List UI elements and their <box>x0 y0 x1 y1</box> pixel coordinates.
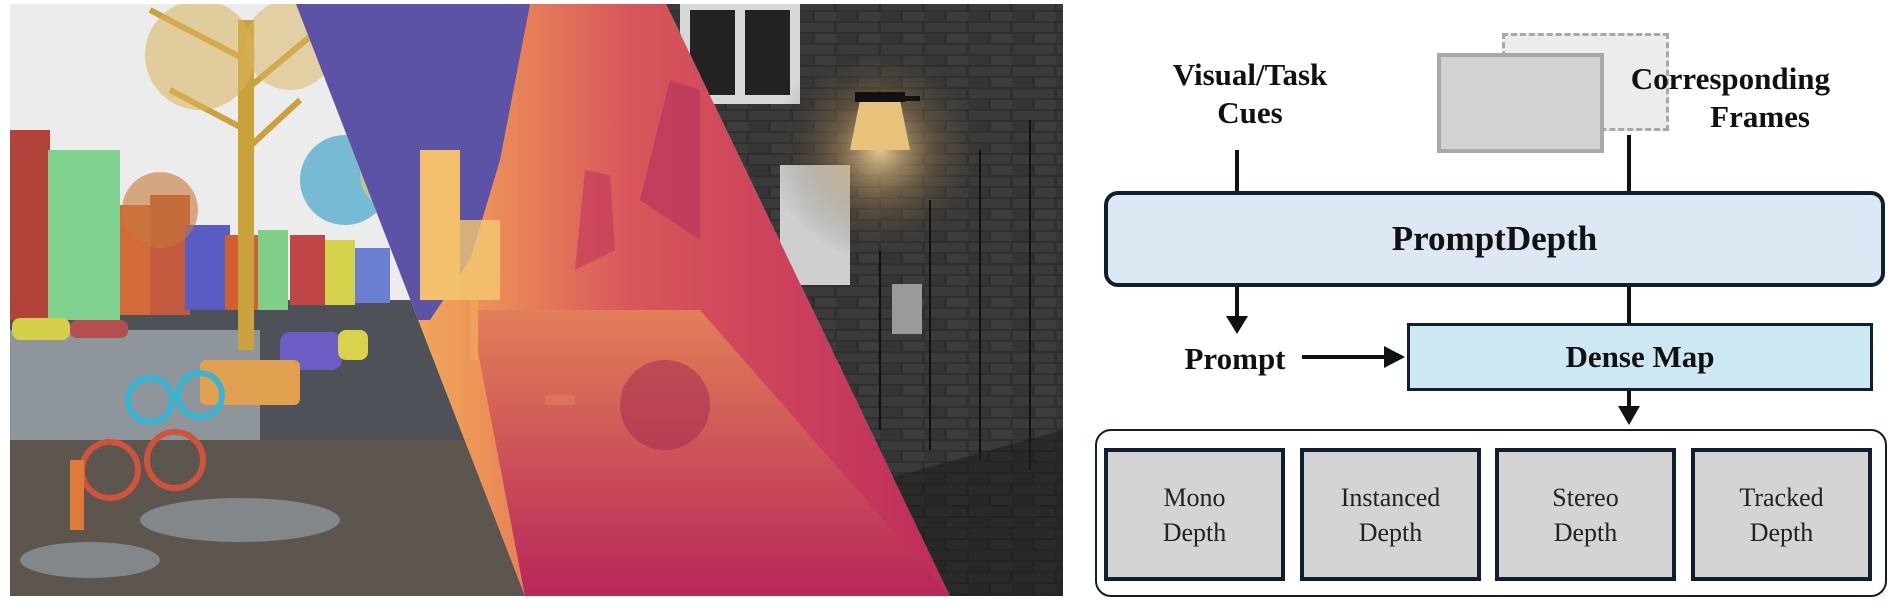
prompt-label: Prompt <box>1184 341 1286 376</box>
dense-map-label: Dense Map <box>1565 339 1715 374</box>
prompt-to-densemap-arrowhead <box>1384 346 1405 368</box>
dense-map-block: Dense Map <box>1407 323 1873 391</box>
densemap-to-tasks-arrowhead <box>1618 406 1640 425</box>
promptdepth-to-prompt-arrowhead <box>1226 316 1248 334</box>
corresponding-frames-label: Corresponding Frames <box>1630 61 1830 134</box>
promptdepth-label: PromptDepth <box>1391 219 1598 258</box>
frame-front <box>1437 53 1604 153</box>
promptdepth-block: PromptDepth <box>1104 191 1885 287</box>
scene-image <box>10 4 1063 596</box>
visual-task-label: Visual/Task Cues <box>1172 57 1328 130</box>
